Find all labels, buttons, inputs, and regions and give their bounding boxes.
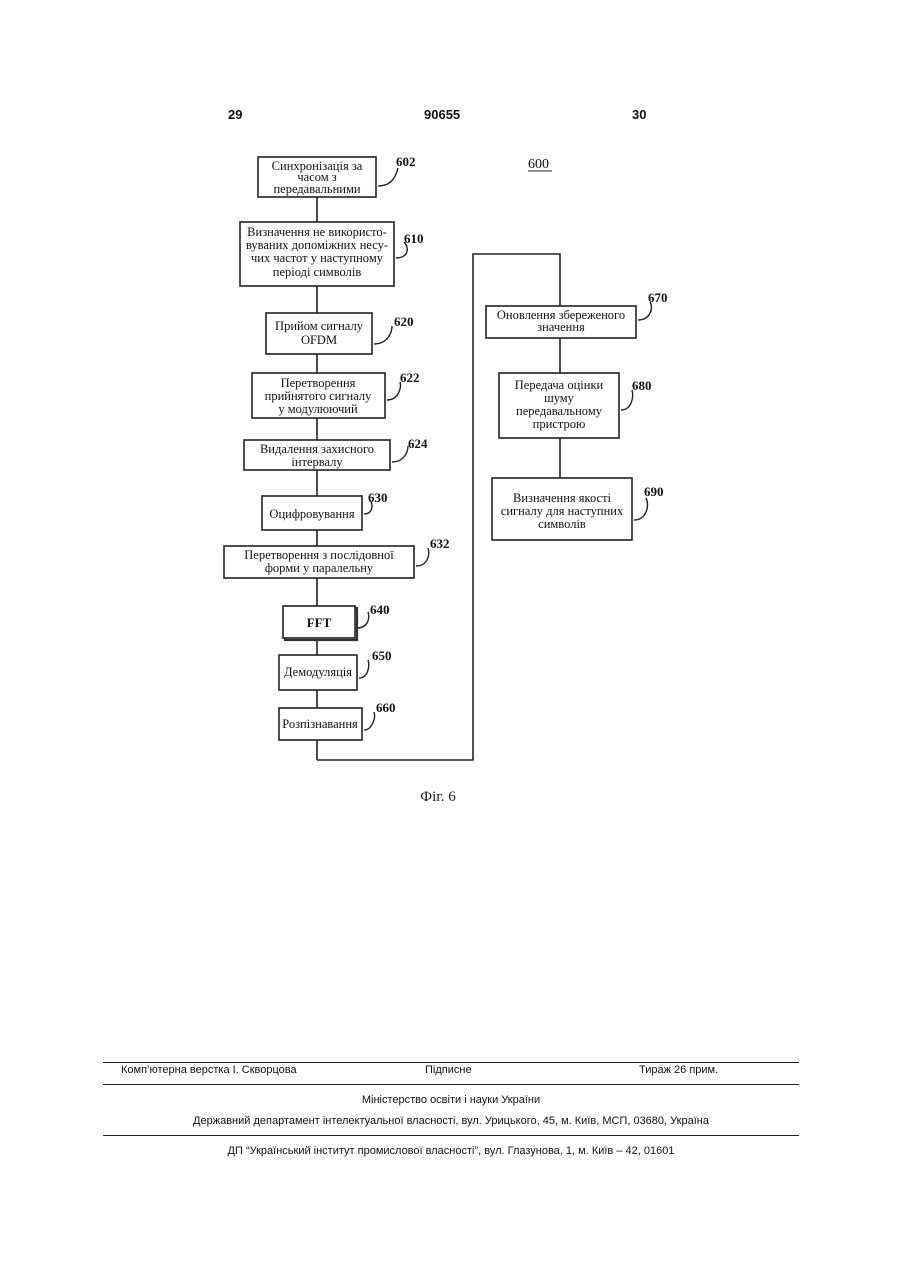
box-632-line: Перетворення з послідовної xyxy=(244,548,394,562)
box-660-line: Розпізнавання xyxy=(282,717,358,731)
flowchart-figure: Синхронізація за часом з передавальними … xyxy=(0,0,901,830)
box-690-line: символів xyxy=(538,517,586,531)
ref-610: 610 xyxy=(404,231,424,246)
figure-id-label: 600 xyxy=(528,157,549,172)
box-610-line: вуваних допоміжних несу- xyxy=(246,238,388,252)
ref-690: 690 xyxy=(644,484,664,499)
box-680-line: пристрою xyxy=(533,417,586,431)
box-630-line: Оцифровування xyxy=(269,507,354,521)
box-690-line: сигналу для наступних xyxy=(501,504,624,518)
ref-670: 670 xyxy=(648,290,668,305)
box-640-line: FFT xyxy=(307,615,332,630)
box-622-line: у модулюючий xyxy=(278,402,358,416)
footer-rule-middle xyxy=(103,1084,799,1085)
ref-650: 650 xyxy=(372,648,392,663)
footer-rule-top xyxy=(103,1062,799,1063)
box-602-line: передавальними xyxy=(273,182,360,196)
footer-circulation: Тираж 26 прим. xyxy=(639,1064,718,1076)
box-632-line: форми у паралельну xyxy=(265,561,374,575)
box-610-line: Визначення не використо- xyxy=(247,225,387,239)
box-670-line: значення xyxy=(537,320,585,334)
box-680-line: шуму xyxy=(544,391,575,405)
footer-ministry: Міністерство освіти і науки України xyxy=(103,1094,799,1106)
box-624-line: інтервалу xyxy=(291,455,343,469)
figure-caption: Фіг. 6 xyxy=(420,789,456,805)
box-690-line: Визначення якості xyxy=(513,491,612,505)
footer-layout-by: Комп’ютерна верстка І. Скворцова xyxy=(121,1064,297,1076)
box-620-line: Прийом сигналу xyxy=(275,319,364,333)
footer-signed: Підписне xyxy=(425,1064,472,1076)
ref-622: 622 xyxy=(400,370,420,385)
ref-620: 620 xyxy=(394,314,414,329)
ref-660: 660 xyxy=(376,700,396,715)
ref-602: 602 xyxy=(396,154,416,169)
box-620-line: OFDM xyxy=(301,333,337,347)
reference-numerals: 602 610 620 622 624 630 632 640 650 660 … xyxy=(357,154,668,730)
box-624-line: Видалення захисного xyxy=(260,442,374,456)
box-622-line: Перетворення xyxy=(281,376,356,390)
box-610-line: чих частот у наступному xyxy=(251,251,384,265)
ref-632: 632 xyxy=(430,536,450,551)
box-610-line: періоді символів xyxy=(273,265,362,279)
ref-640: 640 xyxy=(370,602,390,617)
box-622-line: прийнятого сигналу xyxy=(265,389,372,403)
ref-630: 630 xyxy=(368,490,388,505)
flow-box-texts: Синхронізація за часом з передавальними … xyxy=(244,159,625,731)
ref-624: 624 xyxy=(408,436,428,451)
footer-department: Державний департамент інтелектуальної вл… xyxy=(103,1115,799,1127)
footer-institute: ДП “Український інститут промислової вла… xyxy=(103,1145,799,1157)
box-680-line: Передача оцінки xyxy=(515,378,604,392)
box-680-line: передавальному xyxy=(516,404,603,418)
footer-rule-bottom xyxy=(103,1135,799,1136)
box-650-line: Демодуляція xyxy=(284,665,352,679)
ref-680: 680 xyxy=(632,378,652,393)
